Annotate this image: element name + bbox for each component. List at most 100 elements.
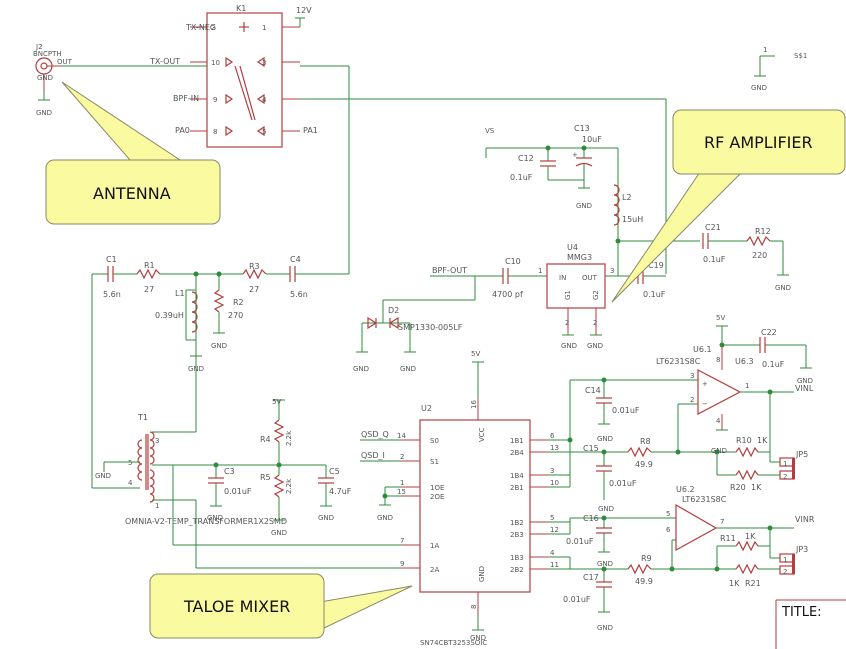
callout-antenna: ANTENNA [45,81,221,225]
c1-value: 5.6n [103,290,121,299]
relay-k1[interactable]: K1 1 2 10 9 8 3 4 5 [190,4,300,148]
gnd-u6-1: GND [711,447,727,455]
l1-value: 0.39uH [155,311,184,320]
resistor-r10[interactable] [735,446,759,458]
r8-label: R8 [640,437,651,446]
resistor-r11[interactable] [735,540,759,552]
k1-pin8: 8 [213,128,217,136]
jumper-jp5[interactable] [779,457,795,480]
k1-pin3: 3 [262,59,266,67]
r2-label: R2 [233,298,244,307]
c4-value: 5.6n [290,290,308,299]
capacitor-c5[interactable] [318,477,334,484]
u2-pin10: 10 [550,479,559,487]
capacitor-c22[interactable] [759,337,766,353]
capacitor-c15[interactable] [596,465,612,472]
r4-value: 2.2k [285,430,293,446]
bnc-connector-j2[interactable] [35,57,62,92]
net-vinr: VINR [795,515,815,524]
t1-pin1: 1 [155,502,159,510]
supply-5v-u6: 5V [716,314,725,322]
u2-pin12: 12 [550,526,559,534]
u2-pin8: 8 [470,605,478,609]
r3-value: 27 [249,285,259,294]
capacitor-c16[interactable] [596,527,612,534]
u2-pin5: 5 [550,514,554,522]
u2-label: U2 [421,404,432,413]
u2-pin16: 16 [470,400,478,409]
opamp-u6-1[interactable]: + − [697,369,742,415]
supply-5v-u2: 5V [471,350,480,358]
u2-value: SN74CBT3253SOIC [420,639,487,647]
resistor-r9[interactable] [627,563,652,575]
u2-pin14: 14 [397,432,406,440]
gnd-d2a: GND [353,365,369,373]
t1-value: OMNIA-V2-TEMP_TRANSFORMER1X2SMD [125,517,287,526]
u2-pin4: 4 [550,549,555,557]
d2-label: D2 [388,306,399,315]
resistor-r4[interactable] [273,419,285,443]
r11-value: 1K [745,532,756,541]
callout-antenna-text: ANTENNA [93,184,171,203]
resistor-r12[interactable] [746,235,771,247]
u6-1-pin1: 1 [745,382,749,390]
relay-k1-label: K1 [236,4,246,13]
opamp-u6-2[interactable] [675,503,718,552]
net-bpf-in: BPF-IN [173,94,199,103]
capacitor-c1[interactable] [107,266,114,282]
r3-label: R3 [249,262,260,271]
t1-pin4: 4 [128,479,133,487]
gnd-j2: GND [36,109,52,117]
amplifier-u4[interactable]: IN OUT G1 G2 [546,263,606,309]
u6-1-pin8: 8 [716,356,720,364]
bnc-gnd-pin: GND [37,74,53,82]
l2-label: L2 [622,193,632,202]
c12-value: 0.1uF [510,173,533,182]
resistor-r20[interactable] [735,469,759,481]
c13-label: C13 [574,124,590,133]
supply-12v: 12V [296,6,312,15]
u2-pin9: 9 [400,560,404,568]
capacitor-c14[interactable] [596,397,612,404]
s1-pin: 1 [763,46,767,54]
inductor-l2[interactable] [613,184,620,226]
mixer-ic-u2[interactable]: S0 S1 1OE 2OE 1A 2A VCC GND 1B1 2B4 1B4 … [419,419,531,593]
resistor-r5[interactable] [273,474,285,498]
u2-pin13: 13 [550,444,559,452]
c22-value: 0.1uF [762,360,785,369]
bnc-inner [40,62,48,70]
capacitor-c12[interactable] [540,160,556,167]
callout-rf-amplifier-text: RF AMPLIFIER [704,133,813,152]
capacitor-c4[interactable] [289,266,296,282]
gnd-d2b: GND [400,365,416,373]
resistor-r1[interactable] [136,268,161,280]
u2-s1-pin: S1 [430,458,439,466]
capacitor-c17[interactable] [596,581,612,588]
u2-s0-pin: S0 [430,437,439,445]
diode-d2[interactable] [367,316,399,330]
capacitor-c21[interactable] [702,233,709,249]
c10-value: 4700 pf [492,290,523,299]
jumper-jp3[interactable] [779,553,795,575]
resistor-r8[interactable] [627,446,652,458]
capacitor-c10[interactable] [502,268,509,284]
resistor-r21[interactable] [735,563,759,575]
u4-pin2b: 2 [593,319,597,327]
s1-label: S$1 [794,52,807,60]
u2-pin6: 6 [550,432,555,440]
c5-value: 4.7uF [329,487,352,496]
capacitor-c3[interactable] [208,477,224,484]
gnd-c3: GND [207,514,223,522]
r1-value: 27 [144,285,154,294]
j2-label: J2 [35,43,43,51]
resistor-r2[interactable] [213,289,225,313]
resistor-r3[interactable] [242,268,267,280]
u6-2-value: LT6231S8C [682,495,727,504]
transformer-t1[interactable] [137,431,155,503]
u4-pin3: 3 [610,267,614,275]
r21-label: R21 [745,579,761,588]
u2-2oe-pin: 2OE [430,493,444,501]
capacitor-c13[interactable]: + [572,151,593,167]
u6-2-pin7: 7 [720,518,724,526]
u4-value: MMG3 [567,253,592,262]
